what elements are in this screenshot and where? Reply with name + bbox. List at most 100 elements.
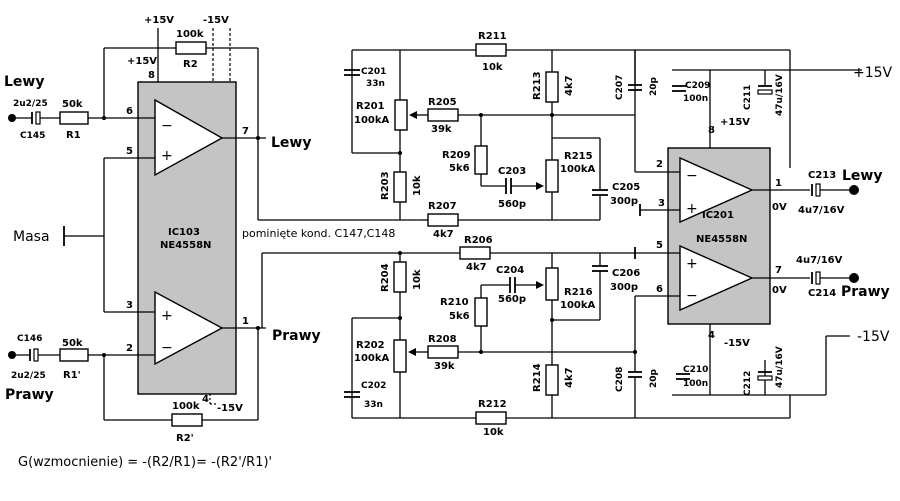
ic103-lower-plus: + (161, 308, 173, 324)
c202-value: 33n (364, 400, 383, 410)
c205-name: C205 (612, 182, 640, 193)
r202-value: 100kA (354, 353, 390, 364)
r2-name: R2 (183, 59, 198, 70)
r204-value: 10k (412, 269, 423, 290)
r211-value: 10k (482, 62, 503, 73)
c213-name: C213 (808, 170, 836, 181)
resistor-r208 (427, 345, 459, 359)
c201-name: C201 (361, 67, 386, 77)
resistor-r205 (427, 108, 459, 122)
ic201-pin7: 7 (775, 265, 782, 276)
c202-name: C202 (361, 381, 386, 391)
c211-name: C211 (743, 85, 753, 110)
omitted-caps-note: pominięte kond. C147,C148 (242, 227, 395, 240)
c204-name: C204 (496, 265, 524, 276)
supply-p15-right: +15V (853, 65, 893, 81)
r216-name: R216 (564, 287, 593, 298)
c209-value: 100n (683, 94, 708, 104)
output-lewy-right-label: Lewy (842, 168, 882, 184)
ic103-pin1: 1 (242, 316, 249, 327)
potentiometer-r202 (393, 339, 407, 373)
resistor-r212 (475, 411, 507, 425)
c207-value: 20p (649, 76, 659, 96)
c212-name: C212 (743, 371, 753, 396)
c203-name: C203 (498, 166, 526, 177)
r1p-value: 50k (62, 338, 83, 349)
r215-name: R215 (564, 151, 593, 162)
r2-value: 100k (176, 29, 204, 40)
ic103-m15-label: -15V (217, 403, 243, 414)
r210-name: R210 (440, 297, 469, 308)
r212-name: R212 (478, 399, 507, 410)
ic201-type: NE4558N (696, 234, 747, 245)
ic103-p15-label: +15V (127, 56, 157, 67)
c212-value: 47u/16V (775, 346, 785, 388)
c201-value: 33n (366, 79, 385, 89)
r201-name: R201 (356, 101, 385, 112)
c209-name: C209 (685, 81, 710, 91)
resistor-r210 (474, 297, 488, 327)
r201-value: 100kA (354, 115, 390, 126)
ic103-opamp-upper (154, 98, 224, 177)
ic201-pin8: 8 (708, 125, 715, 136)
ic201-upper-plus: + (686, 201, 698, 217)
ic103-pin6: 6 (126, 106, 133, 117)
r213-value: 4k7 (564, 75, 575, 96)
supply-m15-top: -15V (203, 15, 229, 26)
ic201-lower-plus: + (686, 256, 698, 272)
resistor-r207 (427, 213, 459, 227)
r1-value: 50k (62, 99, 83, 110)
c211-value: 47u/16V (775, 74, 785, 116)
c206-name: C206 (612, 268, 640, 279)
c214-value: 4u7/16V (796, 255, 843, 266)
ic103-lower-minus: − (161, 340, 173, 356)
resistor-r203 (393, 171, 407, 203)
ic201-pin4: 4 (708, 330, 715, 341)
ic103-opamp-lower (154, 290, 224, 366)
c146-value: 2u2/25 (11, 371, 46, 381)
resistor-r2 (175, 41, 207, 55)
ic201-pin3: 3 (658, 198, 665, 209)
output-lewy-label: Lewy (271, 135, 311, 151)
resistor-r204 (393, 261, 407, 293)
ground-masa-label: Masa (13, 229, 50, 245)
r215-value: 100kA (560, 164, 596, 175)
ic201-out1-dc: 0V (772, 202, 787, 213)
ic103-pin8: 8 (148, 70, 155, 81)
r206-value: 4k7 (466, 262, 487, 273)
ic103-pin5: 5 (126, 146, 133, 157)
ic103-section: − + + − IC103 NE4558N +15V -15V +15V 8 1… (4, 15, 321, 470)
c208-name: C208 (615, 367, 625, 392)
resistor-r206 (459, 246, 491, 260)
r214-name: R214 (532, 363, 543, 392)
ic201-section: R211 10k C201 33n R201 100kA R205 39k R2… (344, 31, 893, 438)
supply-m15-right: -15V (857, 329, 890, 345)
r205-name: R205 (428, 97, 457, 108)
resistor-r2-prime (171, 413, 203, 427)
ic201-opamp-lower (679, 244, 754, 312)
ic201-pin1: 1 (775, 178, 782, 189)
potentiometer-r215 (545, 159, 559, 193)
r203-name: R203 (380, 171, 391, 200)
c210-value: 100n (683, 379, 708, 389)
ic201-opamp-upper (679, 156, 754, 224)
c203-value: 560p (498, 199, 526, 210)
r212-value: 10k (483, 427, 504, 438)
r213-name: R213 (532, 71, 543, 100)
ic103-upper-plus: + (161, 148, 173, 164)
r1p-name: R1' (63, 370, 81, 381)
r214-value: 4k7 (564, 367, 575, 388)
output-prawy-right-label: Prawy (841, 284, 890, 300)
ic201-out2-dc: 0V (772, 285, 787, 296)
c207-name: C207 (615, 75, 625, 100)
r205-value: 39k (431, 124, 452, 135)
ic201-name: IC201 (702, 210, 734, 221)
ic103-pin4: 4 (202, 394, 209, 405)
r209-value: 5k6 (449, 163, 470, 174)
c145-name: C145 (20, 131, 45, 141)
r202-name: R202 (356, 340, 385, 351)
r206-name: R206 (464, 235, 493, 246)
c213-value: 4u7/16V (798, 205, 845, 216)
c210-name: C210 (683, 365, 708, 375)
